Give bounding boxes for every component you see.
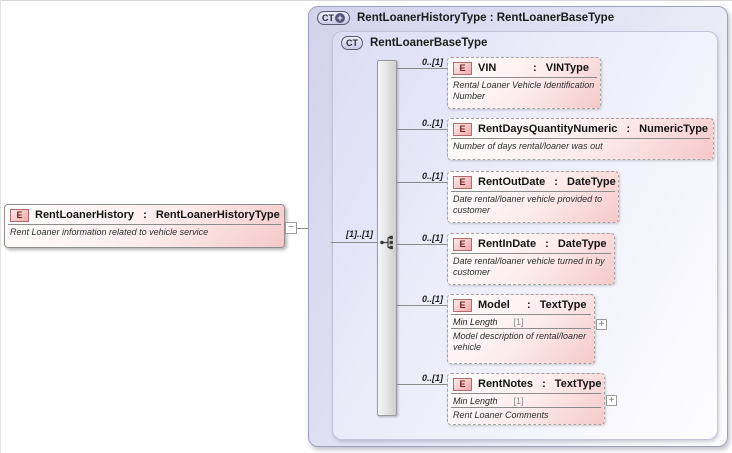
element-annotation: Rent Loaner Comments bbox=[453, 410, 549, 420]
element-type: VINType bbox=[545, 62, 589, 74]
root-element-name: RentLoanerHistory bbox=[35, 209, 135, 221]
divider bbox=[451, 393, 601, 394]
element-title: E VIN : VINType bbox=[448, 58, 600, 77]
element-annotation: Model description of rental/loaner vehic… bbox=[453, 331, 587, 353]
base-type-header: CT RentLoanerBaseType bbox=[341, 36, 487, 50]
element-name: Model bbox=[478, 299, 510, 311]
divider bbox=[451, 314, 591, 315]
root-element-type: RentLoanerHistoryType bbox=[155, 209, 280, 221]
element-name: RentInDate bbox=[478, 238, 537, 250]
element-name: RentDaysQuantityNumeric bbox=[478, 123, 618, 135]
element-type: TextType bbox=[539, 299, 587, 311]
connector-line bbox=[397, 182, 447, 183]
facet-value: [1] bbox=[513, 316, 524, 327]
element-type: DateType bbox=[567, 176, 616, 188]
divider bbox=[8, 224, 281, 225]
connector-line bbox=[397, 129, 447, 130]
facet-label: Min Length bbox=[453, 316, 498, 327]
root-element-box[interactable]: E RentLoanerHistory : RentLoanerHistoryT… bbox=[4, 204, 285, 248]
base-type-title: RentLoanerBaseType bbox=[370, 37, 488, 49]
facet-label: Min Length bbox=[453, 395, 498, 406]
connector-line bbox=[397, 384, 447, 385]
element-annotation: Date rental/loaner vehicle provided to c… bbox=[453, 194, 603, 216]
element-title: E RentNotes : TextType bbox=[448, 374, 604, 393]
element-annotation: Rental Loaner Vehicle Identification Num… bbox=[453, 80, 595, 102]
extension-plus-icon: + bbox=[335, 13, 345, 23]
sequence-bar[interactable] bbox=[377, 60, 397, 416]
complex-type-title: RentLoanerHistoryType : RentLoanerBaseTy… bbox=[357, 12, 615, 24]
root-element-annotation: Rent Loaner information related to vehic… bbox=[10, 227, 209, 237]
cardinality-label: 0..[1] bbox=[421, 294, 443, 304]
element-name: VIN bbox=[478, 62, 497, 74]
divider bbox=[451, 191, 615, 192]
element-box-rentoutdate[interactable]: E RentOutDate : DateType Date rental/loa… bbox=[447, 171, 619, 223]
element-icon: E bbox=[453, 61, 472, 75]
ct-badge-label: CT bbox=[322, 13, 334, 23]
connector-line bbox=[297, 228, 308, 229]
element-title: E RentInDate : DateType bbox=[448, 234, 614, 253]
element-icon: E bbox=[453, 122, 472, 136]
divider bbox=[451, 328, 591, 329]
cardinality-label: 0..[1] bbox=[421, 57, 443, 67]
element-name: RentNotes bbox=[478, 378, 534, 390]
element-name: RentOutDate bbox=[478, 176, 546, 188]
type-separator: : bbox=[542, 238, 552, 250]
cardinality-label: 0..[1] bbox=[421, 171, 443, 181]
element-annotation: Date rental/loaner vehicle turned in by … bbox=[453, 256, 605, 278]
facet-row: Min Length [1] bbox=[448, 394, 604, 407]
type-separator: : bbox=[623, 123, 634, 135]
sequence-icon[interactable] bbox=[379, 234, 396, 251]
element-type: NumericType bbox=[639, 123, 709, 135]
root-element-title: E RentLoanerHistory : RentLoanerHistoryT… bbox=[5, 205, 284, 224]
element-title: E RentOutDate : DateType bbox=[448, 172, 618, 191]
divider bbox=[451, 77, 597, 78]
element-icon: E bbox=[453, 377, 472, 391]
element-type: DateType bbox=[557, 238, 607, 250]
element-type: TextType bbox=[554, 378, 602, 390]
element-icon: E bbox=[453, 298, 472, 312]
expand-button[interactable]: + bbox=[606, 395, 617, 406]
collapse-button[interactable]: − bbox=[285, 222, 297, 234]
type-separator: : bbox=[530, 62, 540, 74]
type-separator: : bbox=[539, 378, 549, 390]
expand-button[interactable]: + bbox=[596, 319, 607, 330]
element-box-rentindate[interactable]: E RentInDate : DateType Date rental/loan… bbox=[447, 233, 615, 285]
divider bbox=[451, 253, 611, 254]
type-separator: : bbox=[551, 176, 562, 188]
connector-line bbox=[331, 242, 377, 243]
connector-line bbox=[397, 68, 447, 69]
type-separator: : bbox=[140, 209, 150, 221]
complex-type-header: CT + RentLoanerHistoryType : RentLoanerB… bbox=[317, 11, 614, 25]
facet-row: Min Length [1] bbox=[448, 315, 594, 328]
element-box-rentdaysquantitynumeric[interactable]: E RentDaysQuantityNumeric : NumericType … bbox=[447, 118, 714, 160]
element-icon: E bbox=[453, 237, 472, 251]
cardinality-label: 0..[1] bbox=[421, 373, 443, 383]
connector-line bbox=[397, 244, 447, 245]
connector-line bbox=[397, 305, 447, 306]
divider bbox=[451, 407, 601, 408]
element-icon: E bbox=[10, 208, 29, 222]
element-box-model[interactable]: E Model : TextType Min Length [1] Model … bbox=[447, 294, 595, 364]
element-title: E RentDaysQuantityNumeric : NumericType bbox=[448, 119, 713, 138]
element-annotation: Number of days rental/loaner was out bbox=[453, 141, 603, 151]
facet-value: [1] bbox=[513, 395, 524, 406]
ct-badge-label: CT bbox=[346, 38, 358, 48]
divider bbox=[451, 138, 710, 139]
element-box-vin[interactable]: E VIN : VINType Rental Loaner Vehicle Id… bbox=[447, 57, 601, 109]
element-title: E Model : TextType bbox=[448, 295, 594, 314]
cardinality-label: 0..[1] bbox=[421, 233, 443, 243]
complex-type-extension-badge: CT + bbox=[317, 11, 350, 25]
complex-type-badge: CT bbox=[341, 36, 363, 50]
sequence-cardinality-label: [1]..[1] bbox=[346, 229, 373, 239]
element-box-rentnotes[interactable]: E RentNotes : TextType Min Length [1] Re… bbox=[447, 373, 605, 425]
element-icon: E bbox=[453, 175, 472, 189]
cardinality-label: 0..[1] bbox=[421, 118, 443, 128]
type-separator: : bbox=[524, 299, 534, 311]
